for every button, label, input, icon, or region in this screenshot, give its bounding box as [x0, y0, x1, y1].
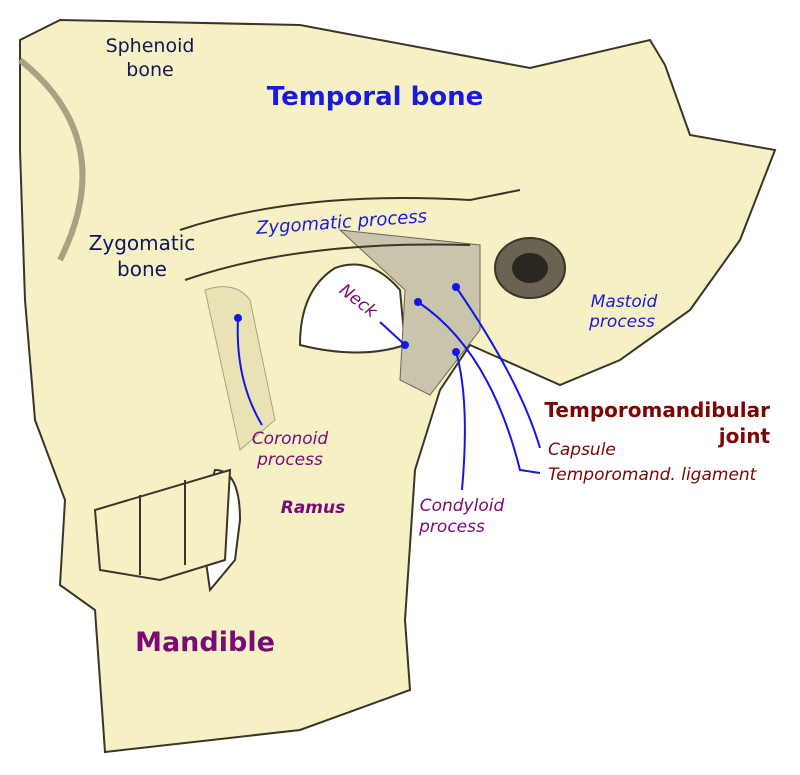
sigmoid-notch	[298, 263, 407, 354]
teeth	[93, 468, 232, 582]
condyloid-leader	[455, 351, 466, 491]
ligament-shading	[338, 229, 481, 396]
capsule-label: Capsule	[548, 440, 616, 460]
neck-dot	[401, 341, 409, 349]
neck-leader	[379, 321, 406, 346]
capsule-leader	[455, 286, 541, 449]
bone-drawing	[18, 18, 777, 754]
leader-lines	[234, 283, 541, 491]
ramus-label: Ramus	[281, 498, 346, 518]
temporal-label: Temporal bone	[267, 82, 483, 112]
ligament-label: Temporomand. ligament	[548, 465, 758, 485]
zygomatic-arch	[179, 189, 521, 231]
coronoid-leader	[236, 317, 263, 426]
mandible-label: Mandible	[135, 627, 275, 658]
skull-bone-shape	[19, 18, 777, 754]
orbit-edge	[18, 57, 86, 262]
ligament-leader	[417, 301, 541, 474]
